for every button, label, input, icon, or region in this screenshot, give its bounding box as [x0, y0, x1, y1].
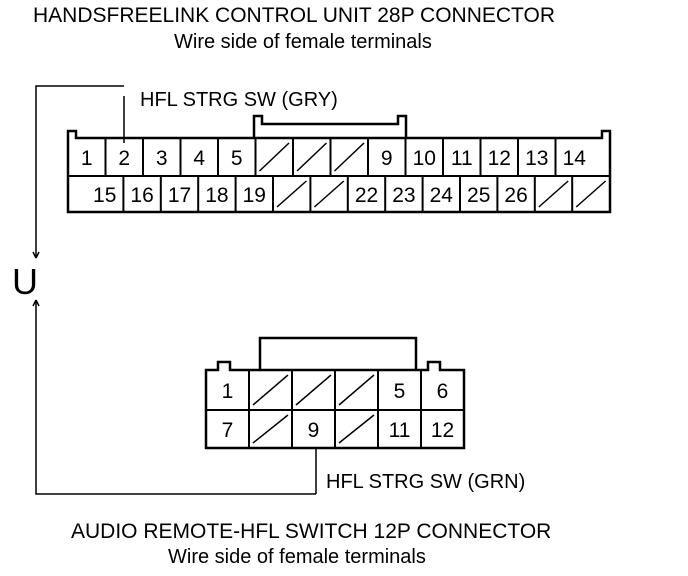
- empty-cavity-slash: [338, 414, 375, 444]
- bottom-connector: 1 5 6 7 9 11 12: [204, 336, 466, 450]
- empty-cavity-slash: [296, 142, 328, 172]
- pin-number: 1: [222, 380, 234, 403]
- top-connector-subtitle: Wire side of female terminals: [174, 31, 432, 53]
- pin-number: 9: [308, 419, 320, 442]
- empty-cavity-slash: [538, 180, 569, 208]
- pin-number: 16: [130, 184, 153, 207]
- pin-number: 25: [467, 184, 490, 207]
- pin-number: 1: [81, 147, 93, 170]
- pin-number: 13: [525, 147, 548, 170]
- pin-number: 23: [392, 184, 415, 207]
- pin-number: 11: [451, 147, 473, 170]
- empty-cavity-slash: [295, 374, 332, 406]
- empty-cavity-slash: [333, 142, 365, 172]
- bracket-arrowheads: [32, 251, 40, 307]
- pin-number: 24: [430, 184, 454, 207]
- empty-cavity-slash: [575, 180, 607, 208]
- pin-number: 19: [243, 184, 266, 207]
- continuity-bracket-bottom: [35, 300, 316, 495]
- empty-cavity-slash: [276, 180, 307, 208]
- continuity-bracket-top: [35, 85, 124, 258]
- pin-number: 6: [437, 380, 449, 403]
- pin-number: 7: [222, 419, 234, 442]
- pin-number: 14: [563, 147, 587, 170]
- pin-number: 9: [381, 147, 393, 170]
- pin-number: 10: [413, 147, 436, 170]
- bottom-connector-title: AUDIO REMOTE-HFL SWITCH 12P CONNECTOR: [71, 520, 551, 543]
- empty-cavity-slash: [338, 374, 375, 406]
- empty-cavity-slash: [313, 180, 345, 208]
- empty-cavity-slash: [258, 142, 290, 172]
- pin-number: 12: [431, 419, 454, 442]
- pin-number: 15: [93, 184, 116, 207]
- pin-number: 12: [488, 147, 511, 170]
- pin-number: 11: [389, 419, 411, 442]
- empty-cavity-slash: [252, 414, 289, 444]
- pin-number: 22: [355, 184, 378, 207]
- pin-number: 4: [193, 147, 205, 170]
- pin-number: 2: [118, 147, 130, 170]
- pin-number: 18: [205, 184, 228, 207]
- top-connector-title: HANDSFREELINK CONTROL UNIT 28P CONNECTOR: [33, 4, 555, 27]
- pin-number: 3: [156, 147, 168, 170]
- continuity-symbol: U: [12, 261, 38, 302]
- pin-number: 5: [394, 380, 406, 403]
- bottom-wire-label: HFL STRG SW (GRN): [326, 471, 525, 493]
- top-wire-label: HFL STRG SW (GRY): [140, 89, 338, 111]
- pin-number: 26: [504, 184, 527, 207]
- pin-number: 17: [168, 184, 191, 207]
- pin-number: 5: [231, 147, 243, 170]
- bottom-connector-subtitle: Wire side of female terminals: [168, 546, 426, 568]
- empty-cavity-slash: [252, 374, 289, 406]
